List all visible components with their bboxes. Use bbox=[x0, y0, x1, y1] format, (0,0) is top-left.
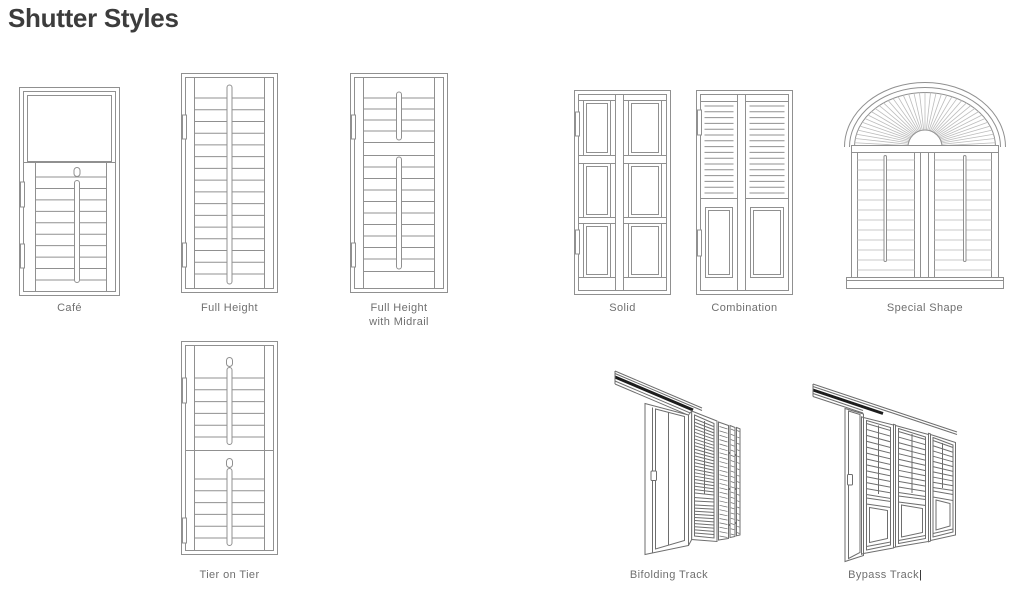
cafe-label: Café bbox=[57, 302, 82, 314]
hinges bbox=[182, 114, 187, 268]
transom-bar bbox=[851, 145, 999, 153]
bypass-track-label-text: Bypass Track bbox=[848, 569, 919, 581]
label-line-1: Full Height bbox=[370, 302, 428, 314]
frame bbox=[696, 90, 793, 295]
fan-spokes bbox=[854, 92, 996, 148]
fan-hub bbox=[907, 129, 943, 148]
bifolding-track-label: Bifolding Track bbox=[629, 569, 709, 581]
frame bbox=[19, 87, 120, 296]
tilt-rod bbox=[73, 167, 81, 283]
bifolding-track-style-illustration bbox=[614, 370, 741, 556]
full-height-label: Full Height bbox=[201, 302, 258, 314]
label-line-2: with Midrail bbox=[369, 316, 429, 328]
frame bbox=[350, 73, 448, 293]
text-cursor: | bbox=[918, 569, 922, 581]
tier-on-tier-style-illustration bbox=[181, 341, 278, 555]
hinges bbox=[575, 111, 580, 255]
panel-2-details bbox=[898, 431, 926, 542]
full-height-style-illustration bbox=[181, 73, 278, 293]
panel-3-details bbox=[932, 440, 954, 535]
frame bbox=[181, 73, 278, 293]
door-louvers bbox=[857, 159, 992, 271]
hinges bbox=[697, 109, 702, 257]
panel-louvers bbox=[694, 418, 715, 535]
door-handle bbox=[847, 474, 853, 486]
edge-panel-louvers bbox=[719, 426, 740, 538]
tilt-rods bbox=[883, 155, 967, 262]
lower-frame bbox=[851, 152, 999, 278]
track bbox=[812, 383, 958, 435]
glass-door bbox=[644, 402, 689, 556]
louvers bbox=[704, 105, 785, 194]
tilt-rod bbox=[226, 84, 233, 285]
raised-panels bbox=[583, 100, 662, 278]
bypass-track-style-illustration bbox=[812, 383, 958, 563]
raised-panels bbox=[705, 207, 784, 278]
solid-style-illustration bbox=[574, 90, 671, 295]
special-shape-style-illustration bbox=[844, 82, 1006, 289]
page-title: Shutter Styles bbox=[8, 3, 179, 33]
bypass-track-label: Bypass Track| bbox=[805, 568, 965, 582]
special-shape-label: Special Shape bbox=[886, 302, 964, 314]
combination-style-illustration bbox=[696, 90, 793, 295]
hinges bbox=[351, 114, 356, 268]
louvers bbox=[35, 176, 107, 281]
combination-label: Combination bbox=[711, 302, 778, 314]
panel-1-details bbox=[866, 423, 891, 548]
glass-door-edge bbox=[844, 407, 864, 563]
full-height-midrail-label: Full Height with Midrail bbox=[350, 301, 448, 329]
solid-label: Solid bbox=[609, 302, 636, 314]
full-height-midrail-style-illustration bbox=[350, 73, 448, 293]
folded-edge-panels bbox=[718, 421, 741, 541]
sill bbox=[846, 277, 1004, 289]
frame bbox=[574, 90, 671, 295]
track bbox=[614, 370, 703, 417]
hinge-dots bbox=[728, 452, 737, 526]
frame bbox=[181, 341, 278, 555]
door-handle bbox=[650, 470, 657, 481]
hinges bbox=[20, 181, 25, 269]
tier-on-tier-label: Tier on Tier bbox=[199, 569, 260, 581]
hinges bbox=[182, 377, 187, 544]
door-rails bbox=[578, 100, 667, 278]
tilt-rods bbox=[396, 91, 402, 270]
tilt-rods bbox=[226, 357, 233, 546]
cafe-style-illustration bbox=[19, 87, 120, 296]
